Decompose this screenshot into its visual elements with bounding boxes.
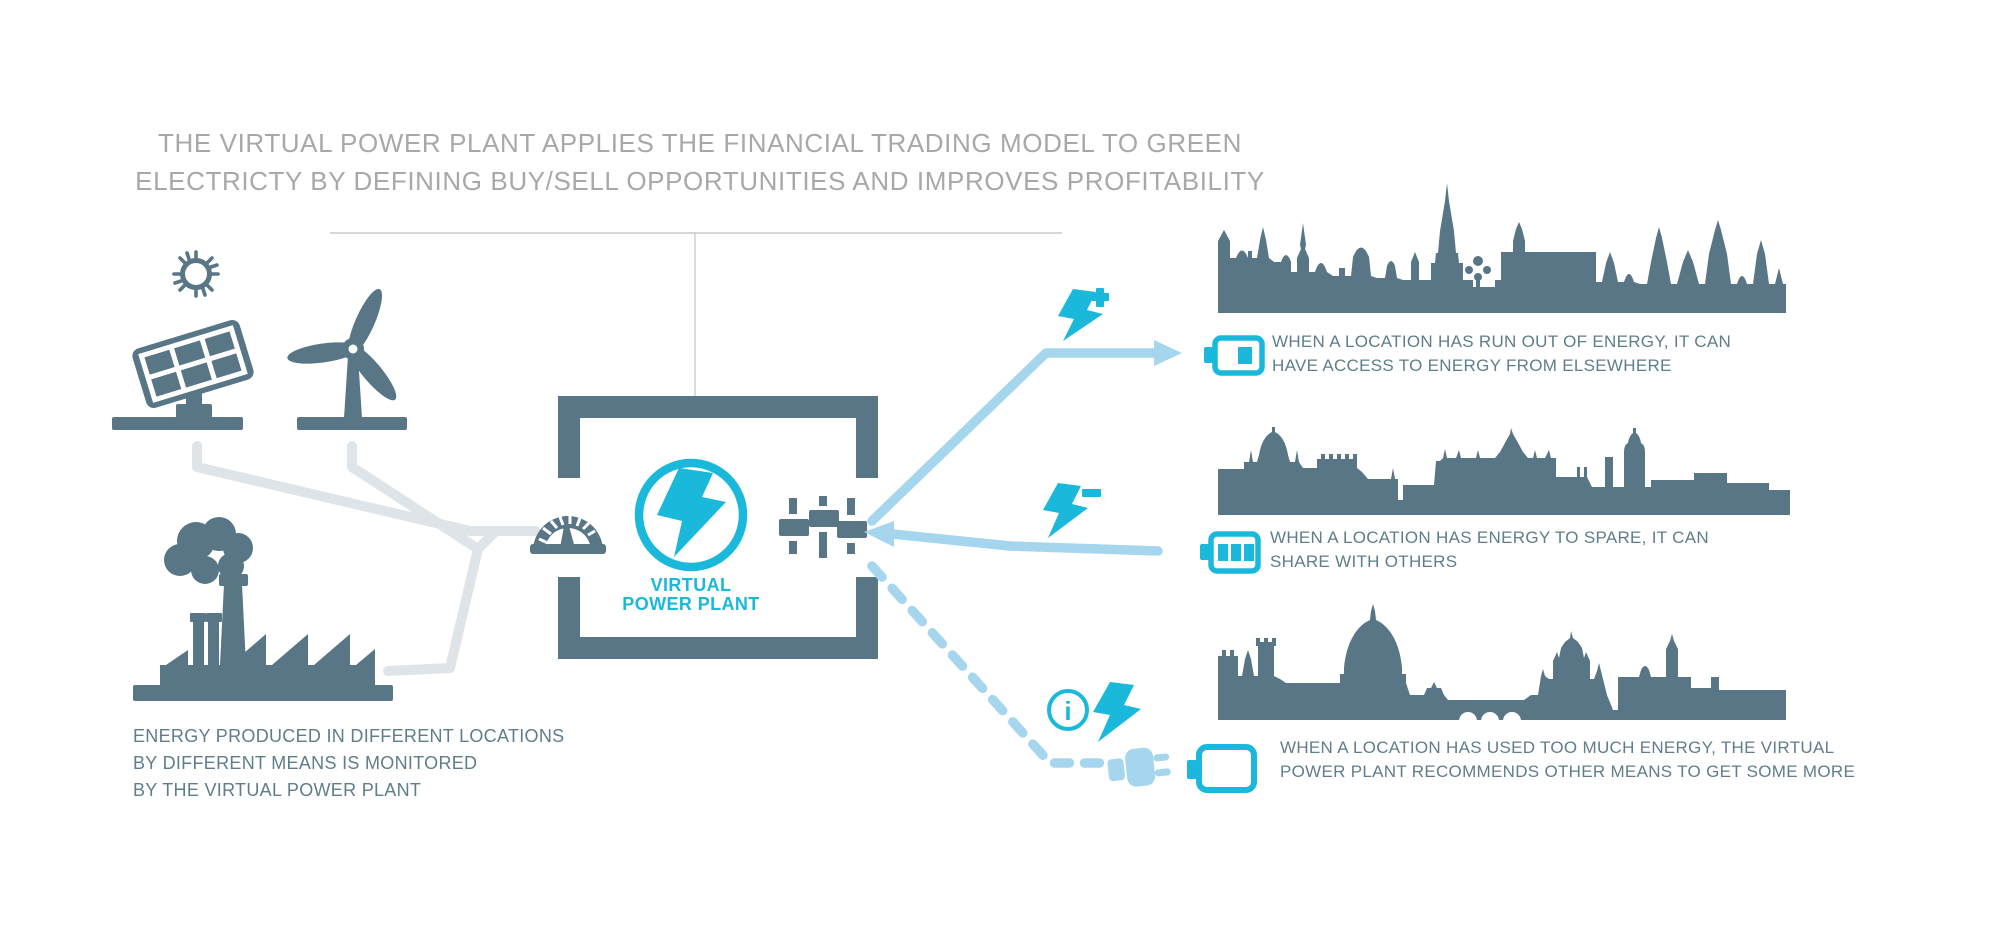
row-1-line: WHEN A LOCATION HAS RUN OUT OF ENERGY, I… bbox=[1272, 332, 1732, 351]
atomium-icon bbox=[1465, 256, 1491, 288]
row-2-line: WHEN A LOCATION HAS ENERGY TO SPARE, IT … bbox=[1270, 528, 1709, 547]
arrow-to-city-1 bbox=[867, 340, 1182, 526]
minus-mark bbox=[1082, 489, 1101, 497]
vpp-label: VIRTUAL POWER PLANT bbox=[591, 576, 791, 614]
sun-icon bbox=[172, 250, 220, 298]
caption-line: BY DIFFERENT MEANS IS MONITORED bbox=[133, 753, 478, 773]
wind-turbine-icon bbox=[287, 288, 407, 430]
power-bolt-icon bbox=[634, 458, 748, 572]
row-3-line: WHEN A LOCATION HAS USED TOO MUCH ENERGY… bbox=[1280, 738, 1835, 757]
arrow-from-city-2 bbox=[864, 521, 1163, 556]
city-skyline-3 bbox=[1218, 604, 1786, 730]
plus-mark bbox=[1090, 293, 1109, 301]
bolt-minus-icon bbox=[1043, 483, 1101, 538]
caption-line: BY THE VIRTUAL POWER PLANT bbox=[133, 780, 422, 800]
info-bolt-icon: i bbox=[1047, 682, 1141, 742]
sources-caption: ENERGY PRODUCED IN DIFFERENT LOCATIONS B… bbox=[133, 723, 564, 804]
plug-icon bbox=[1107, 747, 1171, 787]
city-skyline-1 bbox=[1218, 183, 1786, 313]
factory-icon bbox=[133, 517, 393, 701]
bridge-arches bbox=[1459, 712, 1521, 730]
bolt-plus-icon bbox=[1058, 288, 1109, 341]
caption-line: ENERGY PRODUCED IN DIFFERENT LOCATIONS bbox=[133, 726, 565, 746]
vpp-frame bbox=[558, 396, 878, 659]
source-connector-lines bbox=[192, 441, 540, 676]
dashed-line-to-city-3 bbox=[867, 561, 1109, 768]
infographic-title: THE VIRTUAL POWER PLANT APPLIES THE FINA… bbox=[80, 124, 1320, 200]
solar-panel-icon bbox=[112, 319, 254, 430]
row-1-description: WHEN A LOCATION HAS RUN OUT OF ENERGY, I… bbox=[1272, 330, 1731, 378]
row-1-line: HAVE ACCESS TO ENERGY FROM ELSEWHERE bbox=[1272, 356, 1672, 375]
row-3-line: POWER PLANT RECOMMENDS OTHER MEANS TO GE… bbox=[1280, 762, 1856, 781]
row-3-description: WHEN A LOCATION HAS USED TOO MUCH ENERGY… bbox=[1280, 736, 1855, 784]
sliders-icon bbox=[779, 496, 867, 558]
row-2-description: WHEN A LOCATION HAS ENERGY TO SPARE, IT … bbox=[1270, 526, 1709, 574]
info-letter: i bbox=[1064, 696, 1071, 726]
gauge-icon bbox=[530, 515, 606, 554]
bolt-icon bbox=[1093, 682, 1141, 742]
top-connector-line bbox=[330, 232, 1062, 396]
info-circle-icon bbox=[1047, 689, 1089, 731]
title-line-1: THE VIRTUAL POWER PLANT APPLIES THE FINA… bbox=[158, 128, 1242, 158]
battery-low-icon bbox=[1204, 335, 1265, 376]
battery-full-icon bbox=[1200, 531, 1261, 574]
battery-empty-icon bbox=[1187, 744, 1257, 793]
city-skyline-2 bbox=[1218, 427, 1790, 515]
vpp-label-line-1: VIRTUAL bbox=[650, 575, 732, 595]
vpp-label-line-2: POWER PLANT bbox=[622, 594, 760, 614]
title-line-2: ELECTRICTY BY DEFINING BUY/SELL OPPORTUN… bbox=[135, 166, 1265, 196]
row-2-line: SHARE WITH OTHERS bbox=[1270, 552, 1458, 571]
